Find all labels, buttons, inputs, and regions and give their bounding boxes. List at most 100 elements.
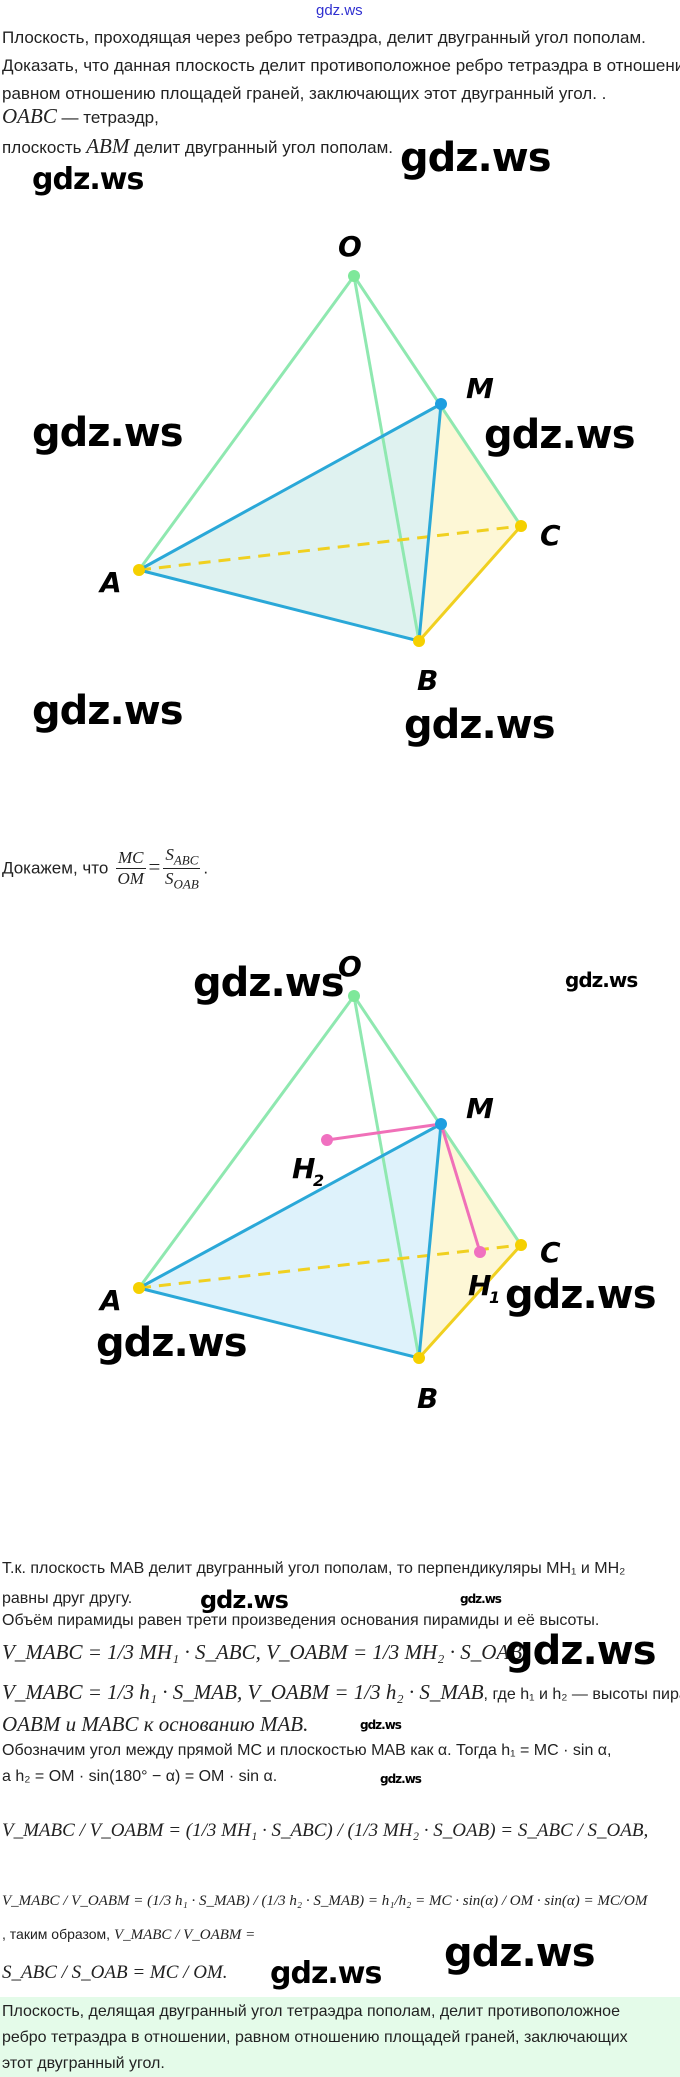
tetrahedron-figure-1: O M C A B <box>98 230 561 697</box>
vertex-m <box>435 398 447 410</box>
answer-line-2: ребро тетраэдра в отношении, равном отно… <box>2 2029 628 2046</box>
label-o: O <box>338 950 362 983</box>
watermark: gdz.ws <box>505 1628 657 1674</box>
text: Докажем, что <box>2 858 114 878</box>
vertex-b <box>413 635 425 647</box>
vertex-b <box>413 1352 425 1364</box>
num: MC <box>116 848 146 870</box>
site-logo-link[interactable]: gdz.ws <box>316 2 363 19</box>
given-plane: плоскость ABM делит двугранный угол попо… <box>2 134 393 159</box>
label-o: O <box>338 230 362 263</box>
vertex-a <box>133 564 145 576</box>
formula-3: V_MABC / V_OABM = (1/3 MH₁ · S_ABC) / (1… <box>2 1820 649 1841</box>
text: — тетраэдр, <box>56 108 159 127</box>
solution-p1b: равны друг другу. <box>2 1590 133 1607</box>
face-mbc <box>419 404 521 641</box>
formula-4: V_MABC / V_OABM = (1/3 h₁ · S_MAB) / (1/… <box>2 1893 648 1909</box>
answer-line-3: этот двугранный угол. <box>2 2055 165 2072</box>
face-abm <box>139 1124 441 1358</box>
perpendicular-mh1 <box>439 1123 482 1253</box>
given-tetrahedron: OABC — тетраэдр, <box>2 104 159 129</box>
edge-ab <box>138 1286 420 1360</box>
formula-2-line: V_MABC = 1/3 h₁ · S_MAB, V_OABM = 1/3 h₂… <box>2 1680 680 1705</box>
watermark: gdz.ws <box>565 968 638 992</box>
point-h1 <box>474 1246 486 1258</box>
watermark: gdz.ws <box>484 412 636 458</box>
label-h1-sub: 1 <box>489 1288 500 1307</box>
watermark: gdz.ws <box>404 702 556 748</box>
vertex-o <box>348 990 360 1002</box>
label-c: C <box>540 519 561 552</box>
point-h2 <box>321 1134 333 1146</box>
watermark: gdz.ws <box>505 1272 657 1318</box>
vertex-a <box>133 1282 145 1294</box>
watermark: gdz.ws <box>200 1586 289 1614</box>
vertex-m <box>435 1118 447 1130</box>
answer-box: Плоскость, делящая двугранный угол тетра… <box>0 1997 680 2077</box>
formula-4-continuation: , таким образом, V_MABC / V_OABM = <box>2 1924 255 1944</box>
face-mbc <box>419 1124 521 1358</box>
math: OABC <box>2 104 57 128</box>
sub: OAB <box>173 876 199 892</box>
text: , таким образом, <box>2 1926 114 1942</box>
label-h2: H <box>292 1152 315 1185</box>
edge-am <box>138 1122 442 1290</box>
edge-ob <box>352 995 421 1359</box>
text: , где h₁ и h₂ — высоты пирамид <box>483 1686 680 1703</box>
watermark: gdz.ws <box>460 1592 502 1606</box>
label-m: M <box>466 372 494 405</box>
formula-2b: OABM и MABC к основанию MAB. <box>2 1712 309 1736</box>
watermark: gdz.ws <box>270 1956 382 1991</box>
label-m: M <box>466 1092 494 1125</box>
watermark: gdz.ws <box>380 1772 422 1786</box>
label-b: B <box>417 664 438 697</box>
den: S <box>165 869 174 889</box>
watermark: gdz.ws <box>400 135 552 181</box>
vertex-c <box>515 520 527 532</box>
math: ABM <box>86 134 130 158</box>
vertex-o <box>348 270 360 282</box>
edge-bc <box>417 525 523 642</box>
edge-am <box>138 402 442 572</box>
problem-line-3: равном отношению площадей граней, заключ… <box>2 84 607 103</box>
formula-5: S_ABC / S_OAB = MC / OM. <box>2 1962 228 1983</box>
edge-mb <box>417 403 443 642</box>
watermark: gdz.ws <box>360 1718 402 1732</box>
solution-p1: Т.к. плоскость MAB делит двугранный угол… <box>2 1560 626 1577</box>
edge-ac <box>138 1243 522 1290</box>
solution-p3: Обозначим угол между прямой MC и плоскос… <box>2 1742 612 1759</box>
solution-p2: Объём пирамиды равен трети произведения … <box>2 1612 600 1629</box>
problem-line-2: Доказать, что данная плоскость делит про… <box>2 56 680 75</box>
label-b: B <box>417 1382 438 1415</box>
answer-line-1: Плоскость, делящая двугранный угол тетра… <box>2 2003 620 2020</box>
watermark: gdz.ws <box>32 688 184 734</box>
label-c: C <box>540 1236 561 1269</box>
text: делит двугранный угол пополам. <box>129 138 394 157</box>
watermark: gdz.ws <box>96 1320 248 1366</box>
label-a: A <box>98 1284 122 1317</box>
edge-oa <box>137 275 356 571</box>
edge-ab <box>138 568 420 643</box>
label-h2-sub: 2 <box>313 1171 324 1190</box>
sub: ABC <box>173 852 199 868</box>
formula-1: V_MABC = 1/3 MH₁ · S_ABC, V_OABM = 1/3 M… <box>2 1640 528 1664</box>
edge-ob <box>352 275 421 642</box>
tetrahedron-figure-2: O M C A B H 2 H 1 <box>98 950 561 1415</box>
edge-oa <box>137 995 356 1289</box>
solution-p3b: а h₂ = OM · sin(180° − α) = OM · sin α. <box>2 1768 278 1785</box>
label-a: A <box>98 566 122 599</box>
watermark: gdz.ws <box>32 162 144 197</box>
perpendicular-mh2 <box>326 1122 442 1142</box>
text: плоскость <box>2 138 87 157</box>
formula-4-tail: V_MABC / V_OABM = <box>113 1927 256 1943</box>
edge-bc <box>417 1243 523 1360</box>
watermark: gdz.ws <box>32 410 184 456</box>
formula-2: V_MABC = 1/3 h₁ · S_MAB, V_OABM = 1/3 h₂… <box>2 1680 484 1704</box>
watermark: gdz.ws <box>444 1930 596 1976</box>
den: OM <box>117 869 144 889</box>
vertex-c <box>515 1239 527 1251</box>
